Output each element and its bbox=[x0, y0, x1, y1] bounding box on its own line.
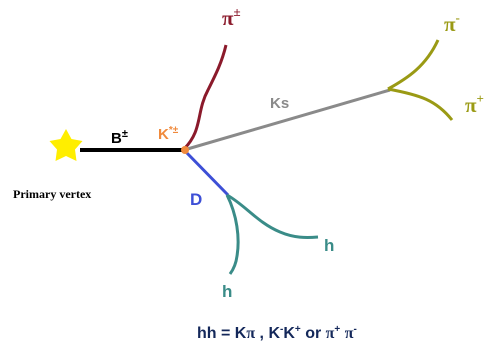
final-state-caption: hh = Kπ , K-K+ or π+ π- bbox=[197, 324, 357, 342]
h-track-lower bbox=[225, 194, 240, 275]
pion-minus-track bbox=[387, 39, 440, 91]
primary-vertex-star-icon bbox=[49, 129, 83, 161]
d-meson-track bbox=[182, 148, 230, 197]
k-star-vertex bbox=[181, 146, 189, 154]
pion-plus-label: π+ bbox=[465, 91, 484, 117]
pion-track-top bbox=[182, 44, 228, 151]
d-meson-label: D bbox=[190, 190, 202, 209]
kshort-label: Ks bbox=[270, 95, 289, 112]
kshort-track bbox=[183, 88, 391, 152]
pion-minus-label: π- bbox=[444, 10, 460, 36]
h-upper-label: h bbox=[324, 236, 334, 255]
pion-top-label: π± bbox=[222, 4, 241, 30]
h-lower-label: h bbox=[222, 282, 232, 301]
b-meson-label: B± bbox=[111, 128, 128, 147]
primary-vertex-label: Primary vertex bbox=[13, 187, 91, 201]
k-star-label: K*± bbox=[158, 125, 179, 143]
h-track-upper bbox=[226, 193, 319, 239]
pion-plus-track bbox=[387, 87, 454, 121]
